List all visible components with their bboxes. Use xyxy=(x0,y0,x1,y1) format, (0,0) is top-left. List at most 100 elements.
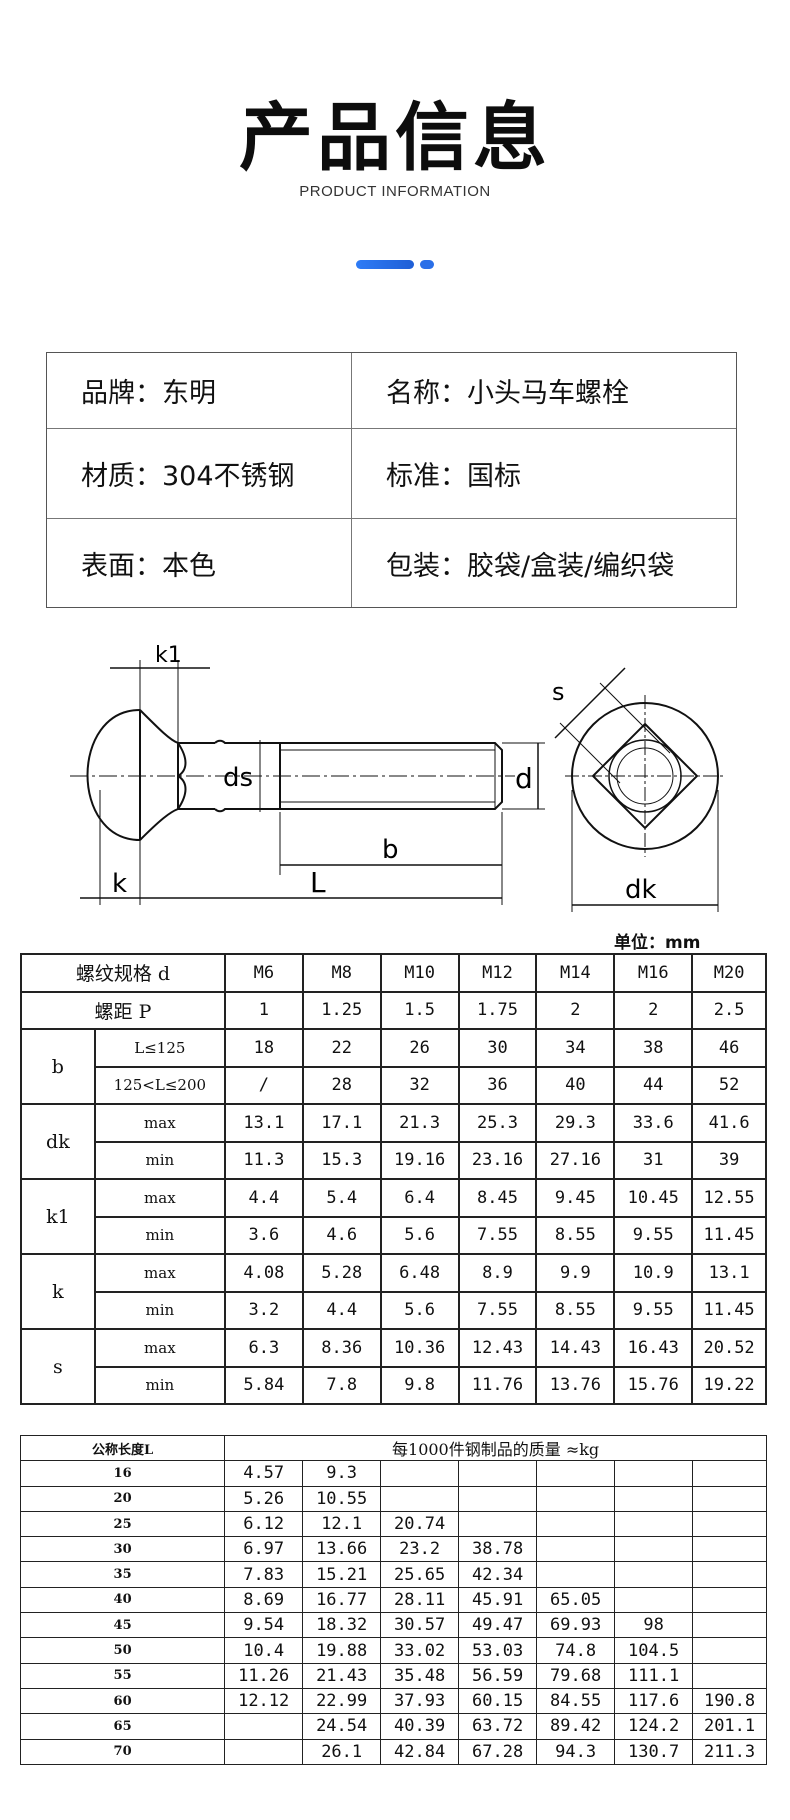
table-cell xyxy=(614,1536,694,1563)
table-cell: 42.34 xyxy=(458,1561,538,1588)
table-cell: 117.6 xyxy=(614,1687,694,1715)
table-cell xyxy=(458,1510,538,1538)
table-cell: 111.1 xyxy=(614,1662,694,1689)
table-cell: 7.8 xyxy=(301,1365,382,1405)
table-cell: 12.43 xyxy=(457,1328,538,1368)
table-cell: 89.42 xyxy=(536,1713,616,1740)
info-standard: 标准：国标 xyxy=(352,429,736,519)
info-value: 东明 xyxy=(162,378,216,409)
table-cell: 16.77 xyxy=(302,1586,382,1614)
table-cell: 1 xyxy=(223,990,304,1030)
label-b: b xyxy=(382,835,399,865)
table-cell: 6.48 xyxy=(379,1253,460,1293)
length-column-label: 公称长度L xyxy=(19,1434,226,1462)
table-cell: 9.9 xyxy=(535,1253,616,1293)
table-cell: 9.54 xyxy=(224,1612,304,1639)
label-k: k xyxy=(112,869,127,899)
table-cell xyxy=(536,1510,616,1538)
condition-label: min xyxy=(93,1290,226,1330)
length-value: 45 xyxy=(19,1612,226,1639)
table-cell: 22 xyxy=(301,1028,382,1068)
table-cell: 6.97 xyxy=(224,1536,304,1563)
table-cell xyxy=(692,1637,767,1664)
info-brand: 品牌：东明 xyxy=(47,353,352,429)
table-cell: 98 xyxy=(614,1612,694,1639)
table-cell: 6.4 xyxy=(379,1178,460,1218)
table-cell: / xyxy=(223,1065,304,1105)
table-cell xyxy=(380,1460,460,1487)
label-s: s xyxy=(552,678,565,706)
page-title: 产品信息 xyxy=(239,95,551,181)
condition-label: max xyxy=(93,1253,226,1293)
table-cell: 13.1 xyxy=(223,1103,304,1143)
table-cell: 65.05 xyxy=(536,1586,616,1614)
table-cell: 6.12 xyxy=(224,1510,304,1538)
table-cell xyxy=(614,1561,694,1588)
table-cell: 8.69 xyxy=(224,1586,304,1614)
table-cell xyxy=(692,1586,767,1614)
group-label: b xyxy=(20,1028,96,1105)
table-cell xyxy=(614,1460,694,1487)
table-cell xyxy=(536,1536,616,1563)
table-cell: 24.54 xyxy=(302,1713,382,1740)
table-cell: 21.43 xyxy=(302,1662,382,1689)
table-cell: 1.75 xyxy=(457,990,538,1030)
table-cell: 44 xyxy=(613,1065,694,1105)
table-cell: 2.5 xyxy=(691,990,767,1030)
info-packaging: 包装：胶袋/盒装/编织袋 xyxy=(352,519,736,607)
pitch-label: 螺距 P xyxy=(20,990,226,1030)
table-cell: 5.28 xyxy=(301,1253,382,1293)
table-cell: 9.3 xyxy=(302,1460,382,1487)
table-cell: 20.52 xyxy=(691,1328,767,1368)
info-value: 本色 xyxy=(162,550,216,582)
table-cell: 7.55 xyxy=(457,1215,538,1255)
condition-label: max xyxy=(93,1178,226,1218)
condition-label: L≤125 xyxy=(93,1028,226,1068)
table-cell: 13.76 xyxy=(535,1365,616,1405)
length-value: 40 xyxy=(19,1586,226,1614)
table-cell: 15.21 xyxy=(302,1561,382,1588)
table-cell: 5.84 xyxy=(223,1365,304,1405)
table-cell: 52 xyxy=(691,1065,767,1105)
table-cell: 5.6 xyxy=(379,1290,460,1330)
table-cell: 63.72 xyxy=(458,1713,538,1740)
table-cell: 69.93 xyxy=(536,1612,616,1639)
table-cell: 124.2 xyxy=(614,1713,694,1740)
thread-spec-label: 螺纹规格 d xyxy=(20,953,226,993)
table-cell: 33.02 xyxy=(380,1637,460,1664)
table-cell: 8.55 xyxy=(535,1290,616,1330)
table-cell: 10.4 xyxy=(224,1637,304,1664)
table-cell: 3.6 xyxy=(223,1215,304,1255)
table-cell: 8.36 xyxy=(301,1328,382,1368)
mass-header: 每1000件钢制品的质量 ≈kg xyxy=(224,1434,767,1462)
table-cell: 13.66 xyxy=(302,1536,382,1563)
info-label: 材质： xyxy=(81,461,162,492)
table-cell: 10.45 xyxy=(613,1178,694,1218)
table-cell: 74.8 xyxy=(536,1637,616,1664)
length-value: 55 xyxy=(19,1662,226,1689)
table-cell: 10.9 xyxy=(613,1253,694,1293)
table-cell xyxy=(692,1460,767,1487)
table-cell: 2 xyxy=(613,990,694,1030)
condition-label: min xyxy=(93,1140,226,1180)
table-cell: 5.26 xyxy=(224,1485,304,1512)
length-value: 35 xyxy=(19,1561,226,1588)
table-cell: 25.3 xyxy=(457,1103,538,1143)
table-cell xyxy=(224,1738,304,1765)
table-cell: 25.65 xyxy=(380,1561,460,1588)
info-material: 材质：304不锈钢 xyxy=(47,429,352,519)
table-cell: 56.59 xyxy=(458,1662,538,1689)
product-info-grid: 品牌：东明 名称：小头马车螺栓 材质：304不锈钢 标准：国标 表面：本色 包装… xyxy=(46,352,737,608)
table-cell: 49.47 xyxy=(458,1612,538,1639)
table-cell: 5.6 xyxy=(379,1215,460,1255)
table-cell: 19.22 xyxy=(691,1365,767,1405)
table-cell: 19.88 xyxy=(302,1637,382,1664)
group-label: k1 xyxy=(20,1178,96,1255)
table-cell: 17.1 xyxy=(301,1103,382,1143)
table-cell: 7.83 xyxy=(224,1561,304,1588)
